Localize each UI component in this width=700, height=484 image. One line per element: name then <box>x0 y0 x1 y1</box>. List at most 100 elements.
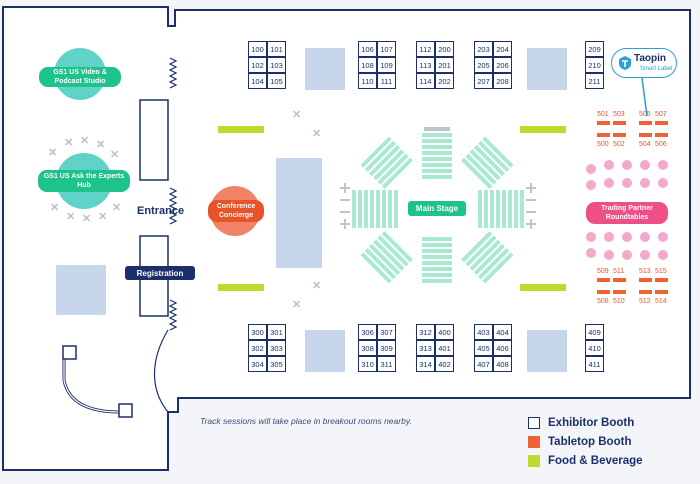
legend-swatch-lime <box>528 455 540 467</box>
exhibitor-booth[interactable]: 205 <box>474 57 493 73</box>
exhibitor-booth[interactable]: 409 <box>585 324 604 340</box>
exhibitor-booth[interactable]: 306 <box>358 324 377 340</box>
tabletop-number: 501 <box>597 111 609 118</box>
food-beverage-area <box>218 284 264 291</box>
exhibitor-booth[interactable]: 105 <box>267 73 286 89</box>
exhibitor-booth[interactable]: 207 <box>474 73 493 89</box>
tabletop-booth[interactable] <box>613 278 626 282</box>
exhibitor-booth[interactable]: 110 <box>358 73 377 89</box>
exhibitor-booth[interactable]: 107 <box>377 41 396 57</box>
exhibitor-booth[interactable]: 103 <box>267 57 286 73</box>
main-stage-label: Main Stage <box>408 201 466 216</box>
exhibitor-booth[interactable]: 112 <box>416 41 435 57</box>
exhibitor-booth[interactable]: 311 <box>377 356 396 372</box>
exhibitor-booth[interactable]: 101 <box>267 41 286 57</box>
exhibitor-booth[interactable]: 100 <box>248 41 267 57</box>
exhibitor-booth[interactable]: 204 <box>493 41 512 57</box>
roundtable <box>658 250 668 260</box>
tabletop-number: 504 <box>639 141 651 148</box>
exhibitor-booth[interactable]: 308 <box>358 340 377 356</box>
exhibitor-booth[interactable]: 400 <box>435 324 454 340</box>
tabletop-booth[interactable] <box>639 278 652 282</box>
roundtable <box>640 232 650 242</box>
exhibitor-booth[interactable]: 403 <box>474 324 493 340</box>
experts-hub-label: GS1 US Ask the Experts Hub <box>38 170 130 192</box>
exhibitor-booth[interactable]: 102 <box>248 57 267 73</box>
roundtable <box>604 250 614 260</box>
exhibitor-booth[interactable]: 305 <box>267 356 286 372</box>
exhibitor-booth[interactable]: 408 <box>493 356 512 372</box>
exhibitor-booth[interactable]: 108 <box>358 57 377 73</box>
roundtable <box>622 232 632 242</box>
roundtable <box>658 160 668 170</box>
exhibitor-booth[interactable]: 300 <box>248 324 267 340</box>
exhibitor-booth[interactable]: 200 <box>435 41 454 57</box>
exhibitor-booth[interactable]: 206 <box>493 57 512 73</box>
exhibitor-booth[interactable]: 114 <box>416 73 435 89</box>
exhibitor-booth[interactable]: 314 <box>416 356 435 372</box>
exhibitor-booth[interactable]: 106 <box>358 41 377 57</box>
tabletop-number: 508 <box>597 298 609 305</box>
tabletop-booth[interactable] <box>639 133 652 137</box>
exhibitor-booth[interactable]: 209 <box>585 41 604 57</box>
tabletop-booth[interactable] <box>655 133 668 137</box>
tabletop-number: 511 <box>613 268 625 275</box>
tabletop-booth[interactable] <box>639 290 652 294</box>
legend-tabletop-booth: Tabletop Booth <box>528 436 631 448</box>
exhibitor-booth[interactable]: 201 <box>435 57 454 73</box>
gray-area-block <box>305 48 345 90</box>
exhibitor-booth[interactable]: 211 <box>585 73 604 89</box>
tabletop-number: 503 <box>613 111 625 118</box>
exhibitor-booth[interactable]: 406 <box>493 340 512 356</box>
tabletop-booth[interactable] <box>597 290 610 294</box>
exhibitor-booth[interactable]: 304 <box>248 356 267 372</box>
exhibitor-booth[interactable]: 401 <box>435 340 454 356</box>
exhibitor-booth[interactable]: 303 <box>267 340 286 356</box>
roundtable <box>604 160 614 170</box>
exhibitor-booth[interactable]: 307 <box>377 324 396 340</box>
exhibitor-booth[interactable]: 208 <box>493 73 512 89</box>
video-studio-label: GS1 US Video & Podcast Studio <box>39 67 121 87</box>
exhibitor-booth[interactable]: 109 <box>377 57 396 73</box>
x-marker-icon: ✕ <box>292 109 302 121</box>
exhibitor-booth[interactable]: 410 <box>585 340 604 356</box>
x-marker-icon: ✕ <box>112 202 122 214</box>
x-marker-icon: ✕ <box>82 213 92 225</box>
tabletop-booth[interactable] <box>655 278 668 282</box>
roundtable <box>640 178 650 188</box>
exhibitor-booth[interactable]: 310 <box>358 356 377 372</box>
gray-area-block <box>56 265 106 315</box>
exhibitor-booth[interactable]: 312 <box>416 324 435 340</box>
tabletop-booth[interactable] <box>655 290 668 294</box>
exhibitor-booth[interactable]: 309 <box>377 340 396 356</box>
exhibitor-booth[interactable]: 402 <box>435 356 454 372</box>
tabletop-booth[interactable] <box>597 133 610 137</box>
exhibitor-booth[interactable]: 203 <box>474 41 493 57</box>
x-marker-icon: ✕ <box>312 280 322 292</box>
exhibitor-booth[interactable]: 411 <box>585 356 604 372</box>
exhibitor-booth[interactable]: 111 <box>377 73 396 89</box>
exhibitor-booth[interactable]: 313 <box>416 340 435 356</box>
roundtable <box>586 232 596 242</box>
exhibitor-booth[interactable]: 302 <box>248 340 267 356</box>
tabletop-booth[interactable] <box>655 121 668 125</box>
exhibitor-booth[interactable]: 104 <box>248 73 267 89</box>
exhibitor-booth[interactable]: 210 <box>585 57 604 73</box>
roundtable <box>622 178 632 188</box>
legend-food-beverage: Food & Beverage <box>528 455 643 467</box>
exhibitor-booth[interactable]: 404 <box>493 324 512 340</box>
tabletop-booth[interactable] <box>613 121 626 125</box>
exhibitor-booth[interactable]: 113 <box>416 57 435 73</box>
tabletop-booth[interactable] <box>613 133 626 137</box>
roundtable <box>658 232 668 242</box>
tabletop-number: 502 <box>613 141 625 148</box>
x-marker-icon: ✕ <box>64 137 74 149</box>
exhibitor-booth[interactable]: 301 <box>267 324 286 340</box>
exhibitor-booth[interactable]: 405 <box>474 340 493 356</box>
exhibitor-booth[interactable]: 202 <box>435 73 454 89</box>
exhibitor-booth[interactable]: 407 <box>474 356 493 372</box>
tabletop-booth[interactable] <box>597 278 610 282</box>
tabletop-booth[interactable] <box>613 290 626 294</box>
tabletop-booth[interactable] <box>639 121 652 125</box>
tabletop-booth[interactable] <box>597 121 610 125</box>
